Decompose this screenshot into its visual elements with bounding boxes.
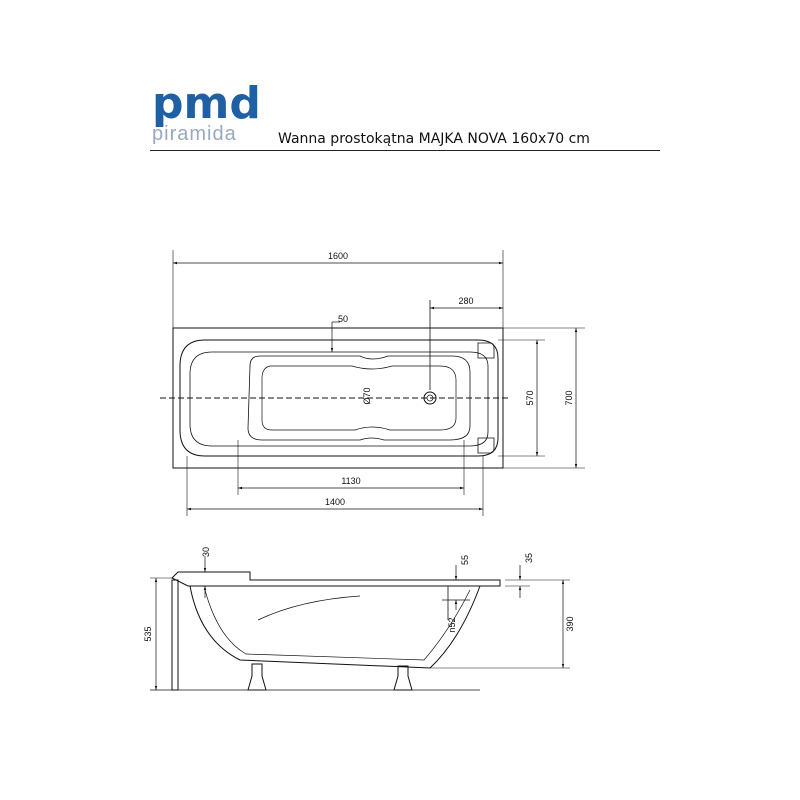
logo-main-text: pmd xyxy=(152,78,261,129)
label-inner-bottom-length: 1130 xyxy=(341,476,360,486)
brand-logo: pmd piramida xyxy=(152,78,261,145)
label-overflow-offset: 55 xyxy=(460,555,470,565)
tub-inner-side xyxy=(204,589,471,661)
tub-rim-side xyxy=(171,571,501,587)
leg-left xyxy=(247,663,267,691)
side-view xyxy=(150,556,570,691)
armrest-top xyxy=(477,342,495,359)
leg-right xyxy=(393,665,413,691)
armrest-bottom xyxy=(477,437,495,454)
header-divider xyxy=(150,150,660,151)
top-view xyxy=(160,250,585,516)
label-inner-width: 570 xyxy=(525,390,535,405)
support-panel xyxy=(171,579,179,691)
label-drain-diameter: Ø70 xyxy=(362,387,372,404)
label-overflow: n52 xyxy=(447,617,457,632)
label-drain-offset: 280 xyxy=(458,296,473,306)
tub-bottom-inner xyxy=(261,365,457,431)
label-rim-thickness: 30 xyxy=(201,547,211,557)
label-overall-length: 1600 xyxy=(328,251,348,261)
backrest-curve xyxy=(257,595,361,621)
label-depth: 390 xyxy=(565,616,575,631)
label-edge-thickness: 35 xyxy=(524,553,534,563)
tub-bowl-outline xyxy=(179,339,499,457)
tub-bottom-contour xyxy=(247,355,471,441)
label-inner-length: 1400 xyxy=(325,497,345,507)
label-overall-width: 700 xyxy=(564,390,574,405)
label-rim-offset: 50 xyxy=(338,314,348,324)
label-total-height: 535 xyxy=(143,626,153,641)
logo-sub-text: piramida xyxy=(152,123,237,145)
page-title: Wanna prostokątna MAJKA NOVA 160x70 cm xyxy=(278,131,590,147)
tub-body-side xyxy=(189,585,481,669)
